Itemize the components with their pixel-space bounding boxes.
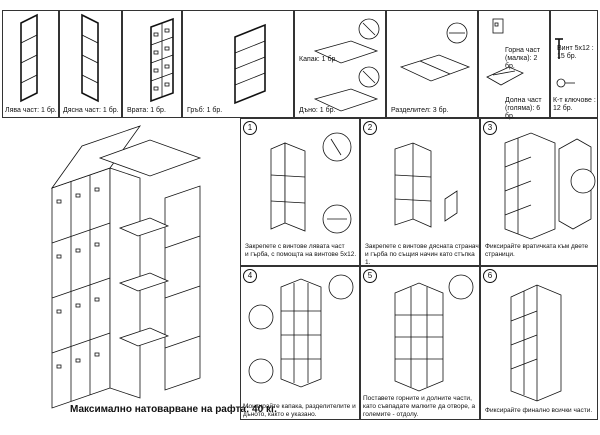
- step-caption: дъното, както е указано.: [243, 411, 317, 418]
- step-number: 3: [483, 121, 497, 135]
- step-2-panel: 2 Закрепете с винтове дясната странач и …: [360, 118, 480, 266]
- step-caption: страници.: [485, 251, 515, 258]
- part-label: Дъно: 1 бр.: [299, 107, 336, 114]
- part-door: Врата: 1 бр.: [122, 10, 182, 118]
- step-caption: като съвпадате малките да отворе, а: [363, 403, 476, 410]
- step-3-drawing: [504, 132, 596, 240]
- step-caption: големите - отдолу.: [363, 411, 419, 418]
- step-number: 6: [483, 269, 497, 283]
- part-label: 15 бр.: [557, 53, 577, 60]
- step-caption: и гърба по същия начин като стъпка 1.: [365, 251, 475, 266]
- step-number: 1: [243, 121, 257, 135]
- part-label: Капак: 1 бр.: [299, 56, 338, 63]
- dividers-drawing: [399, 22, 471, 82]
- part-dividers: Разделител: 3 бр.: [386, 10, 478, 118]
- step-number: 2: [363, 121, 377, 135]
- part-label: Разделител: 3 бр.: [391, 107, 449, 114]
- step-5-drawing: [394, 274, 474, 392]
- screw-icon: [555, 38, 563, 59]
- part-lid-bottom: Капак: 1 бр. Дъно: 1 бр.: [294, 10, 386, 118]
- lid-drawing: [313, 18, 380, 112]
- step-caption: Фиксирайте финално всички части.: [485, 407, 593, 414]
- step-1-drawing: [270, 132, 352, 234]
- part-panels: Горна част (малка): 2 бр. Долна част (го…: [478, 10, 550, 120]
- step-6-drawing: [510, 284, 562, 402]
- part-label: Горна част: [505, 47, 541, 54]
- part-label: Дясна част: 1 бр.: [63, 107, 119, 114]
- part-back: Гръб: 1 бр.: [182, 10, 294, 118]
- step-caption: Закрепете с винтове дясната странач: [365, 243, 479, 250]
- left-side-drawing: [20, 13, 38, 103]
- step-caption: Фиксирайте вратичката към двете: [485, 243, 589, 250]
- part-label: (голяма): 6 бр.: [505, 105, 541, 120]
- step-2-drawing: [394, 142, 458, 228]
- part-label: К-т ключове :: [553, 97, 596, 104]
- step-5-panel: 5 Поставете горните и долните части, кат…: [360, 266, 480, 420]
- part-label: Долна част: [505, 97, 542, 104]
- step-1-panel: 1 Закрепете с винтове лявата част и гърб…: [240, 118, 360, 266]
- panels-drawing: [486, 18, 524, 86]
- step-4-drawing: [248, 274, 354, 388]
- exploded-view-drawing: [50, 125, 202, 409]
- step-4-panel: 4 Монтирайте капака, разделителите и дън…: [240, 266, 360, 420]
- step-caption: и гърба, с помощта на винтове 5x12.: [245, 251, 357, 258]
- step-6-panel: 6 Фиксирайте финално всички части.: [480, 266, 598, 420]
- part-label: Винт 5x12 :: [557, 45, 594, 52]
- back-drawing: [234, 23, 266, 105]
- part-label: Гръб: 1 бр.: [187, 107, 223, 114]
- door-drawing: [150, 17, 174, 103]
- part-right-side: Дясна част: 1 бр.: [59, 10, 122, 118]
- part-left-side: Лява част: 1 бр.: [2, 10, 59, 118]
- step-3-panel: 3 Фиксирайте вратичката към двете страни…: [480, 118, 598, 266]
- part-label: (малка): 2 бр.: [505, 55, 538, 70]
- part-label: 12 бр.: [553, 105, 573, 112]
- step-number: 5: [363, 269, 377, 283]
- key-icon: [556, 78, 575, 88]
- max-load-text: Максимално натоварване на рафта: 40 кг.: [70, 404, 277, 415]
- step-caption: Монтирайте капака, разделителите и: [243, 403, 356, 410]
- part-label: Лява част: 1 бр.: [5, 107, 57, 114]
- right-side-drawing: [81, 13, 99, 103]
- part-hardware: Винт 5x12 : 15 бр. К-т ключове : 12 бр.: [550, 10, 598, 118]
- step-caption: Закрепете с винтове лявата част: [245, 243, 345, 250]
- step-number: 4: [243, 269, 257, 283]
- part-label: Врата: 1 бр.: [127, 107, 166, 114]
- step-caption: Поставете горните и долните части,: [363, 395, 472, 402]
